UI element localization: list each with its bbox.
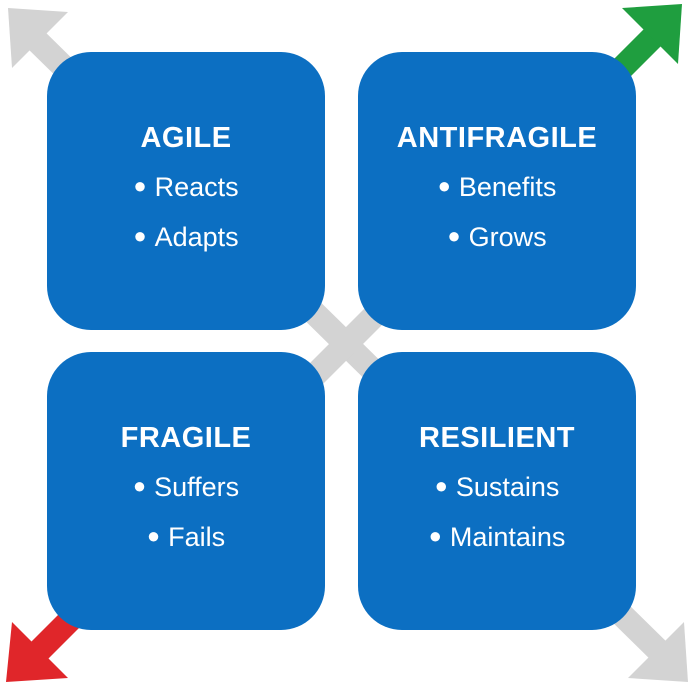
quadrant-fragile: FRAGILE ●Suffers ●Fails [47,352,325,630]
quadrant-title: FRAGILE [120,422,252,454]
bullet-icon: ● [146,523,161,548]
bullet-icon: ● [428,523,442,548]
quadrant-agile: AGILE ●Reacts ●Adapts [47,52,325,330]
arrow-top-right-icon [622,4,682,64]
quadrant-antifragile: ANTIFRAGILE ●Benefits ●Grows [358,52,636,330]
quadrant-item: ●Grows [447,222,547,252]
arrow-top-left-icon [8,8,68,68]
bullet-icon: ● [447,223,461,248]
quadrant-title: AGILE [140,122,232,154]
arrow-bottom-left-icon [6,622,68,682]
quadrant-resilient: RESILIENT ●Sustains ●Maintains [358,352,636,630]
quadrant-item: ●Suffers [132,472,240,502]
arrow-bottom-right-icon [628,622,688,682]
quadrant-item: ●Maintains [428,522,566,552]
quadrant-item: ●Adapts [133,222,239,252]
bullet-icon: ● [133,173,147,198]
bullet-icon: ● [437,173,451,198]
bullet-icon: ● [133,223,147,248]
quadrant-title: ANTIFRAGILE [396,122,598,154]
quadrant-title: RESILIENT [419,422,575,454]
bullet-icon: ● [434,473,448,498]
quadrant-item: ●Sustains [434,472,560,502]
bullet-icon: ● [132,473,147,498]
quadrant-item: ●Reacts [133,172,239,202]
quadrant-item: ●Fails [146,522,226,552]
quadrant-item: ●Benefits [437,172,557,202]
